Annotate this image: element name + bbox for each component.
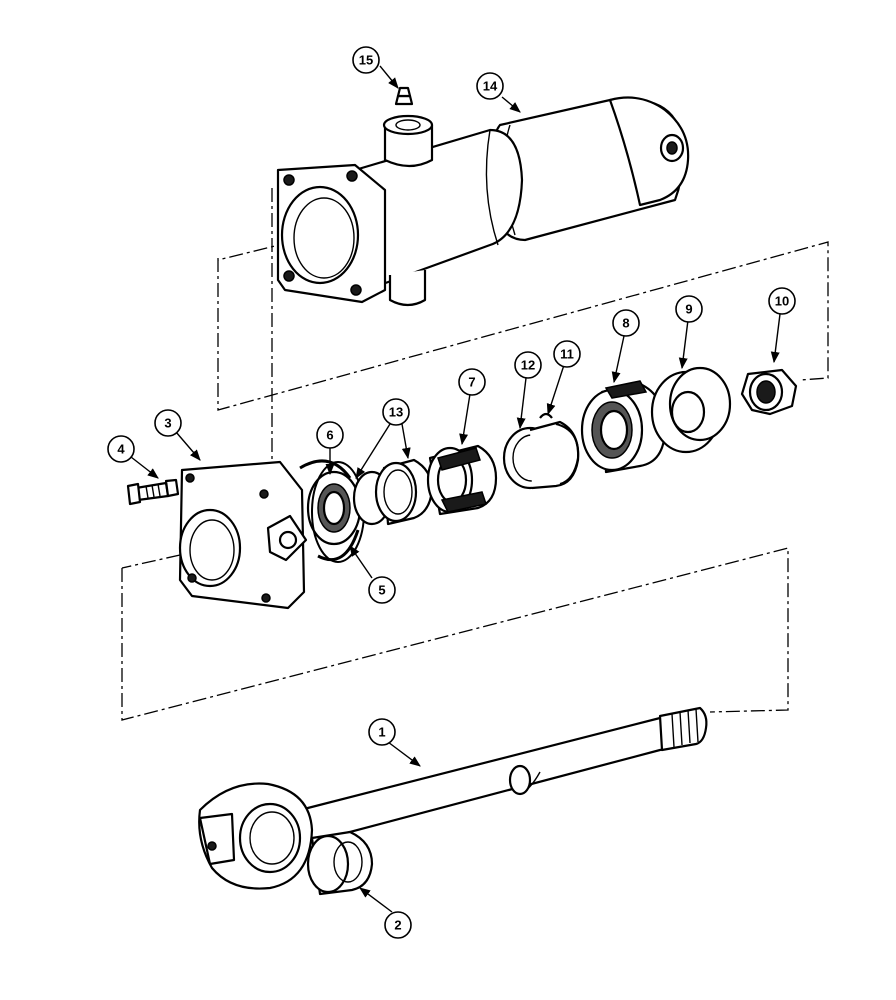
svg-text:8: 8: [622, 316, 629, 331]
callout-13: 13: [382, 398, 410, 426]
callout-11: 11: [553, 340, 581, 368]
callout-9: 9: [675, 295, 703, 323]
svg-text:9: 9: [685, 302, 692, 317]
gland-flange-part-3: [178, 460, 308, 610]
svg-text:15: 15: [359, 53, 373, 68]
svg-text:2: 2: [394, 918, 401, 933]
callout-14: 14: [476, 72, 504, 100]
callout-5: 5: [368, 576, 396, 604]
fitting-part-15: [394, 86, 414, 106]
callout-2: 2: [384, 911, 412, 939]
bearing-rings-part-13: [352, 458, 434, 526]
svg-text:1: 1: [378, 725, 385, 740]
svg-text:4: 4: [117, 442, 125, 457]
svg-text:10: 10: [775, 294, 789, 309]
callout-7: 7: [458, 368, 486, 396]
callout-10: 10: [768, 287, 796, 315]
nut-part-10: [740, 368, 798, 416]
svg-text:5: 5: [378, 583, 385, 598]
callout-6: 6: [316, 421, 344, 449]
bushing-part-7: [426, 444, 498, 516]
callout-4: 4: [107, 435, 135, 463]
leader-lines: [130, 65, 781, 913]
snap-ring-part-11: [539, 412, 580, 485]
svg-text:11: 11: [560, 347, 574, 362]
piston-rod-part-1: [198, 706, 708, 890]
callout-3: 3: [154, 409, 182, 437]
callout-12: 12: [514, 351, 542, 379]
svg-text:6: 6: [326, 428, 333, 443]
wiper-seal-part-6: [306, 470, 362, 546]
bolt-part-4: [126, 478, 180, 506]
callout-1: 1: [368, 718, 396, 746]
svg-text:14: 14: [483, 79, 498, 94]
svg-text:13: 13: [389, 405, 403, 420]
ring-part-12: [502, 420, 580, 490]
cylinder-barrel-part-14: [276, 96, 690, 307]
callout-15: 15: [352, 46, 380, 74]
svg-text:3: 3: [164, 416, 171, 431]
callout-8: 8: [612, 309, 640, 337]
svg-text:7: 7: [468, 375, 475, 390]
piston-part-8: [580, 380, 667, 474]
svg-text:12: 12: [521, 358, 535, 373]
bushing-part-2: [306, 830, 374, 896]
piston-seal-part-9: [650, 366, 732, 454]
